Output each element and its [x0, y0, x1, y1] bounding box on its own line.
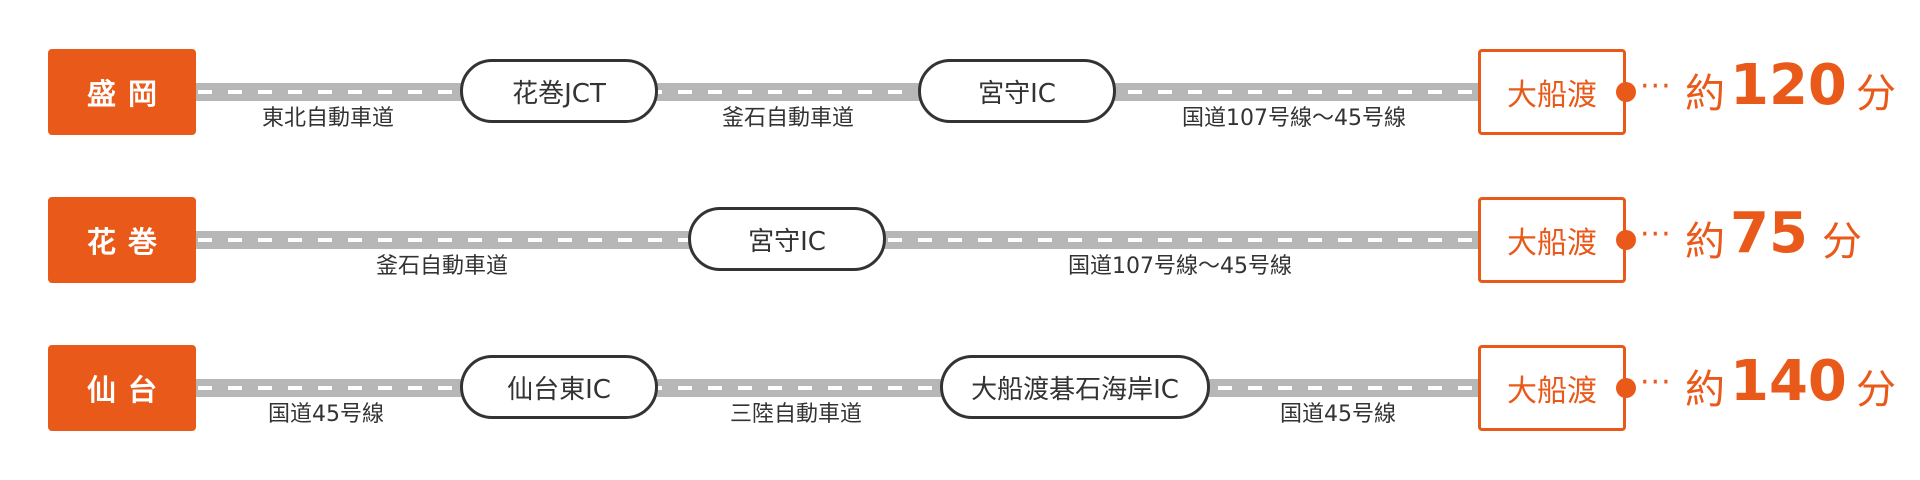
road-label: 国道45号線 [1280, 402, 1396, 427]
route-sendai: 仙台 仙台東IC 大船渡碁石海岸IC 国道45号線 三陸自動車道 国道45号線 … [0, 338, 1920, 438]
time-prefix: 約 [1685, 71, 1725, 117]
time-unit: 分 [1822, 219, 1862, 265]
road-line [190, 379, 1480, 397]
destination-box: 大船渡 [1478, 197, 1626, 283]
node-ofunato-goishikaigan-ic: 大船渡碁石海岸IC [940, 355, 1210, 419]
road-label: 国道107号線〜45号線 [1182, 106, 1406, 131]
leader-dots: ··· [1640, 217, 1672, 252]
connector-dot [1616, 230, 1636, 250]
time-prefix: 約 [1685, 367, 1725, 413]
road-line [190, 83, 1480, 101]
time-unit: 分 [1856, 367, 1896, 413]
time-unit: 分 [1856, 71, 1896, 117]
travel-time: 140 [1730, 349, 1847, 414]
leader-dots: ··· [1640, 365, 1672, 400]
node-hanamaki-jct: 花巻JCT [460, 59, 658, 123]
connector-dot [1616, 82, 1636, 102]
route-hanamaki: 花巻 宮守IC 釜石自動車道 国道107号線〜45号線 大船渡 ··· 約 75… [0, 190, 1920, 290]
route-morioka: 盛岡 花巻JCT 宮守IC 東北自動車道 釜石自動車道 国道107号線〜45号線… [0, 42, 1920, 142]
road-label: 釜石自動車道 [721, 106, 855, 131]
node-sendai-higashi-ic: 仙台東IC [460, 355, 658, 419]
connector-dot [1616, 378, 1636, 398]
leader-dots: ··· [1640, 69, 1672, 104]
destination-box: 大船渡 [1478, 49, 1626, 135]
node-miyamori-ic: 宮守IC [688, 207, 886, 271]
road-label: 東北自動車道 [261, 106, 395, 131]
road-label: 釜石自動車道 [375, 254, 509, 279]
node-miyamori-ic: 宮守IC [918, 59, 1116, 123]
origin-badge: 盛岡 [48, 49, 196, 135]
destination-box: 大船渡 [1478, 345, 1626, 431]
road-label: 三陸自動車道 [729, 402, 863, 427]
origin-badge: 花巻 [48, 197, 196, 283]
road-label: 国道45号線 [268, 402, 384, 427]
travel-time: 75 [1730, 201, 1808, 266]
travel-time: 120 [1730, 53, 1847, 118]
origin-badge: 仙台 [48, 345, 196, 431]
road-label: 国道107号線〜45号線 [1068, 254, 1292, 279]
time-prefix: 約 [1685, 219, 1725, 265]
